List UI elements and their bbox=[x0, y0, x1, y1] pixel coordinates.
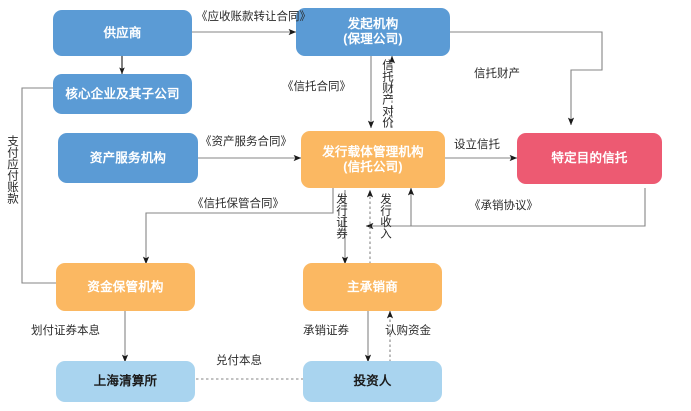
edge-trust-property bbox=[450, 31, 603, 126]
node-asset-service-label: 资产服务机构 bbox=[89, 150, 167, 165]
edge-label-trust-consideration: 信托财产对价 bbox=[381, 59, 393, 128]
node-investor[interactable]: 投资人 bbox=[303, 361, 442, 402]
edge-label-asset-service-contract: 《资产服务合同》 bbox=[200, 136, 292, 148]
node-fund-custodian[interactable]: 资金保管机构 bbox=[56, 263, 195, 311]
node-lead-underwriter-label: 主承销商 bbox=[347, 279, 398, 294]
node-shanghai-clearing-house[interactable]: 上海清算所 bbox=[56, 361, 195, 402]
edge-label-receivable-transfer: 《应收账款转让合同》 bbox=[196, 11, 311, 23]
edge-label-underwrite-securities: 承销证券 bbox=[303, 325, 349, 337]
node-supplier[interactable]: 供应商 bbox=[53, 10, 192, 56]
node-special-purpose-trust[interactable]: 特定目的信托 bbox=[517, 133, 662, 184]
edge-pay-accounts-payable bbox=[21, 87, 67, 287]
node-core-enterprise[interactable]: 核心企业及其子公司 bbox=[53, 74, 192, 114]
edge-label-issue-securities: 发行证券 bbox=[335, 193, 347, 239]
node-asset-service[interactable]: 资产服务机构 bbox=[58, 133, 198, 183]
edge-label-transfer-principal-interest: 划付证券本息 bbox=[31, 325, 100, 337]
node-originator-label: 发起机构 (保理公司) bbox=[343, 17, 403, 46]
node-shanghai-clearing-house-label: 上海清算所 bbox=[93, 374, 158, 388]
edge-label-establish-trust: 设立信托 bbox=[454, 139, 500, 151]
node-spv-manager-label: 发行载体管理机构 (信托公司) bbox=[322, 144, 424, 174]
node-special-purpose-trust-label: 特定目的信托 bbox=[551, 151, 628, 165]
node-supplier-label: 供应商 bbox=[103, 25, 142, 40]
node-fund-custodian-label: 资金保管机构 bbox=[87, 279, 164, 294]
node-core-enterprise-label: 核心企业及其子公司 bbox=[65, 86, 180, 101]
node-spv-manager[interactable]: 发行载体管理机构 (信托公司) bbox=[301, 131, 445, 188]
edge-label-pay-accounts-payable: 支付应付账款 bbox=[6, 135, 18, 204]
edge-label-trust-contract: 《信托合同》 bbox=[282, 81, 351, 93]
edge-label-underwriting-agreement: 《承销协议》 bbox=[469, 200, 538, 212]
node-lead-underwriter[interactable]: 主承销商 bbox=[303, 263, 442, 311]
node-originator[interactable]: 发起机构 (保理公司) bbox=[296, 8, 450, 56]
edge-label-trust-property: 信托财产 bbox=[474, 68, 520, 80]
edge-label-redeem-principal-interest: 兑付本息 bbox=[216, 355, 262, 367]
edge-label-subscription-funds: 认购资金 bbox=[385, 325, 431, 337]
edge-label-issue-proceeds: 发行收入 bbox=[379, 193, 391, 239]
node-investor-label: 投资人 bbox=[353, 374, 392, 388]
edge-label-trust-custody-contract: 《信托保管合同》 bbox=[192, 198, 284, 210]
